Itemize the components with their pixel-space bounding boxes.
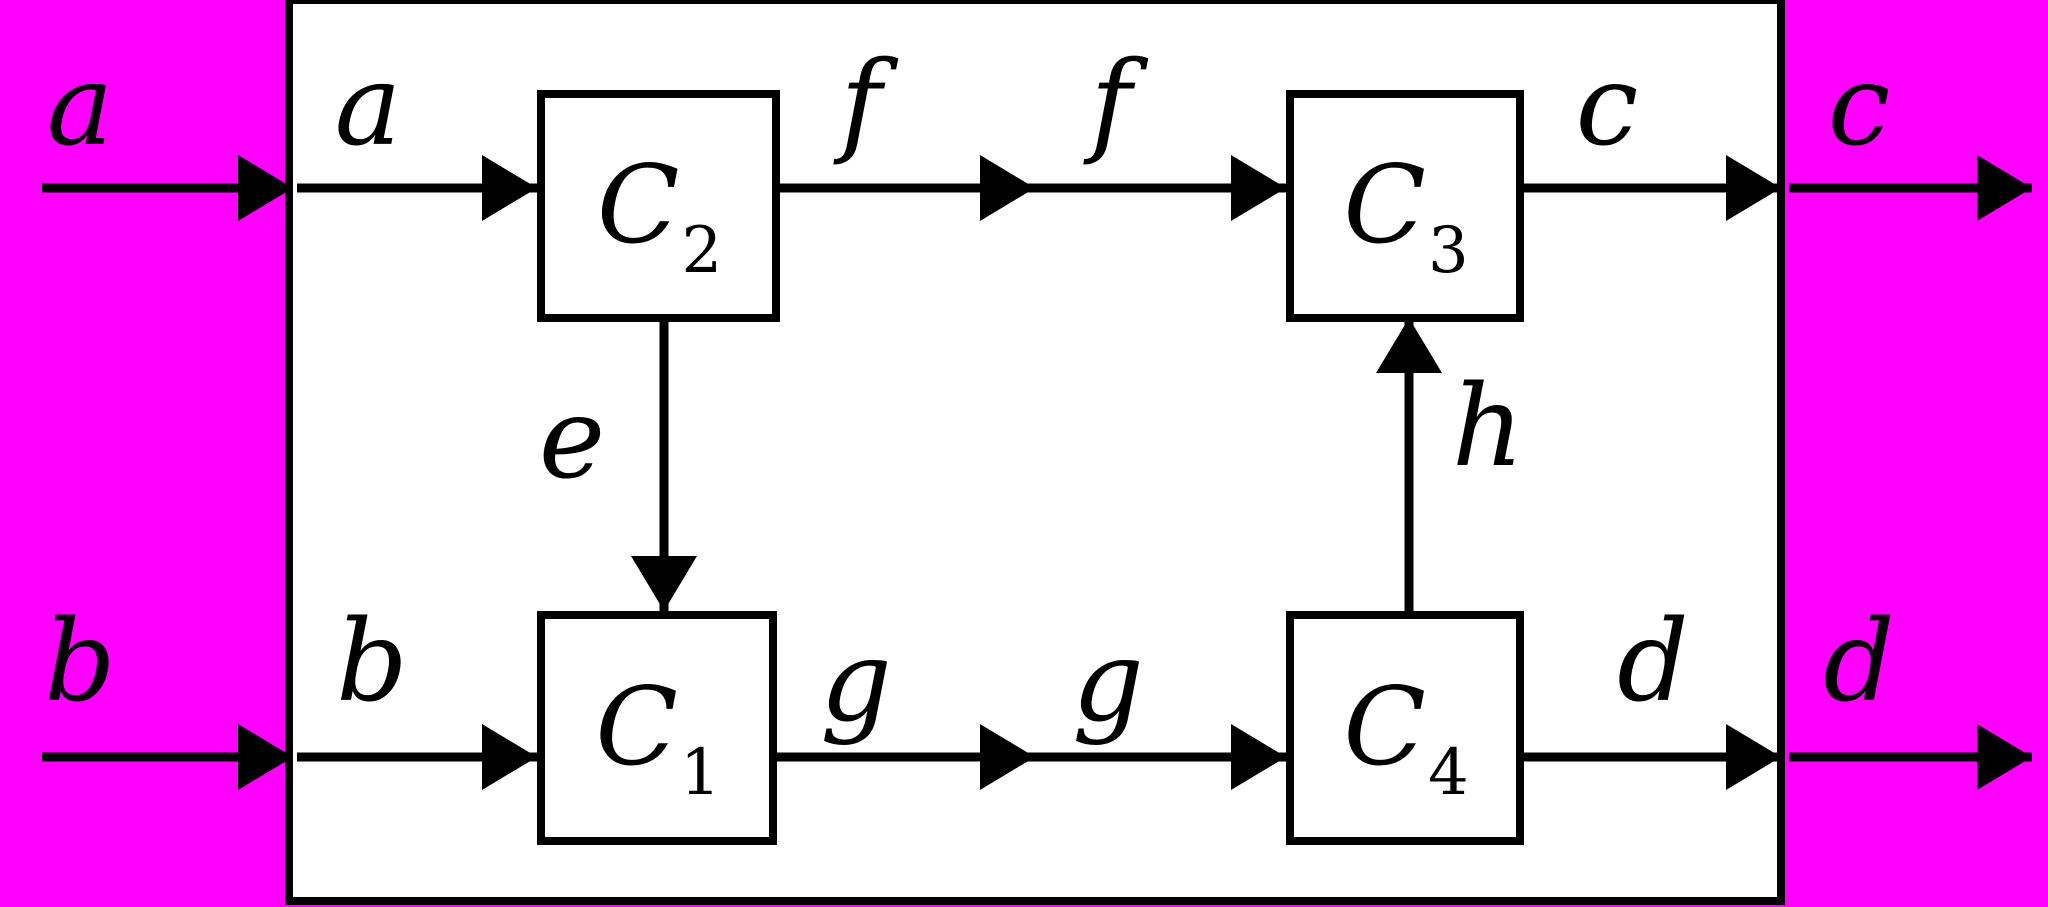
signal-label-a-inner: a — [334, 41, 402, 171]
component-c3-base: C — [1343, 143, 1426, 268]
component-c1-subscript: 1 — [679, 736, 721, 810]
signal-label-f-left: f — [840, 38, 882, 168]
signal-label-c-inner: c — [1575, 41, 1639, 171]
signal-label-d-outer: d — [1823, 597, 1895, 727]
component-c4-base: C — [1343, 665, 1426, 790]
component-c3-subscript: 3 — [1427, 214, 1469, 288]
component-c1-base: C — [595, 665, 678, 790]
signal-label-d-inner: d — [1617, 597, 1689, 727]
signal-label-b-inner: b — [336, 597, 408, 727]
signal-label-h: h — [1451, 362, 1525, 492]
signal-label-b-outer: b — [44, 597, 116, 727]
component-c2-base: C — [596, 143, 680, 268]
signal-label-e: e — [538, 374, 606, 504]
component-c4-subscript: 4 — [1427, 736, 1469, 810]
signal-label-f-right: f — [1090, 38, 1132, 168]
signal-label-c-outer: c — [1827, 41, 1891, 171]
signal-label-g-left: g — [820, 617, 892, 747]
signal-label-g-right: g — [1072, 617, 1144, 747]
signal-label-a-outer: a — [46, 41, 114, 171]
component-c2-subscript: 2 — [681, 214, 723, 288]
